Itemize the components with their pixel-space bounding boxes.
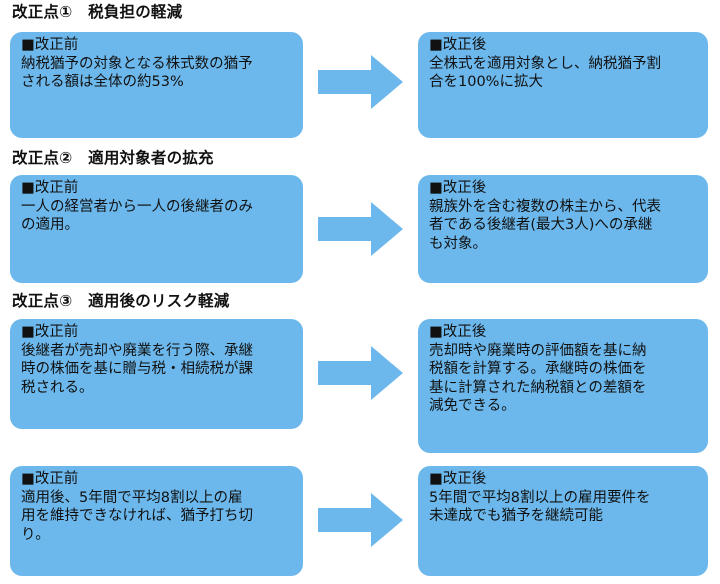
section-4-before-box: ■改正前 適用後、5年間で平均8割以上の雇 用を維持できなければ、猶予打ち切 り… <box>10 466 303 576</box>
after-tag: ■改正後 <box>429 471 487 487</box>
after-text: 親族外を含む複数の株主から、代表 者である後継者(最大3人)への承継 も対象。 <box>429 198 661 252</box>
before-text: 納税猶予の対象となる株式数の猶予 される額は全体の約53% <box>21 55 253 91</box>
section-1-after-box: ■改正後 全株式を適用対象とし、納税猶予割 合を100%に拡大 <box>418 32 708 138</box>
section-2-before-box: ■改正前 一人の経営者から一人の後継者のみ の適用。 <box>10 175 303 283</box>
after-text: 全株式を適用対象とし、納税猶予割 合を100%に拡大 <box>429 55 661 91</box>
section-2-heading: 改正点② 適用対象者の拡充 <box>12 149 214 167</box>
before-tag: ■改正前 <box>21 37 79 53</box>
section-4-after-box: ■改正後 5年間で平均8割以上の雇用要件を 未達成でも猶予を継続可能 <box>418 466 708 576</box>
section-3-heading: 改正点③ 適用後のリスク軽減 <box>12 292 230 310</box>
before-tag: ■改正前 <box>21 324 79 340</box>
before-text: 後継者が売却や廃業を行う際、承継 時の株価を基に贈与税・相続税が課 税される。 <box>21 342 253 396</box>
right-arrow-icon <box>318 55 403 109</box>
section-1-heading: 改正点① 税負担の軽減 <box>12 3 183 21</box>
right-arrow-icon <box>318 202 403 256</box>
section-3-after-box: ■改正後 売却時や廃業時の評価額を基に納 税額を計算する。承継時の株価を 基に計… <box>418 319 708 453</box>
before-text: 適用後、5年間で平均8割以上の雇 用を維持できなければ、猶予打ち切 り。 <box>21 489 253 543</box>
right-arrow-icon <box>318 346 403 400</box>
after-text: 売却時や廃業時の評価額を基に納 税額を計算する。承継時の株価を 基に計算された納… <box>429 342 647 415</box>
after-text: 5年間で平均8割以上の雇用要件を 未達成でも猶予を継続可能 <box>429 489 651 525</box>
section-2-after-box: ■改正後 親族外を含む複数の株主から、代表 者である後継者(最大3人)への承継 … <box>418 175 708 283</box>
section-1-before-box: ■改正前 納税猶予の対象となる株式数の猶予 される額は全体の約53% <box>10 32 303 138</box>
after-tag: ■改正後 <box>429 324 487 340</box>
before-tag: ■改正前 <box>21 471 79 487</box>
section-3-before-box: ■改正前 後継者が売却や廃業を行う際、承継 時の株価を基に贈与税・相続税が課 税… <box>10 319 303 429</box>
before-text: 一人の経営者から一人の後継者のみ の適用。 <box>21 198 253 234</box>
after-tag: ■改正後 <box>429 37 487 53</box>
right-arrow-icon <box>318 493 403 547</box>
after-tag: ■改正後 <box>429 180 487 196</box>
before-tag: ■改正前 <box>21 180 79 196</box>
